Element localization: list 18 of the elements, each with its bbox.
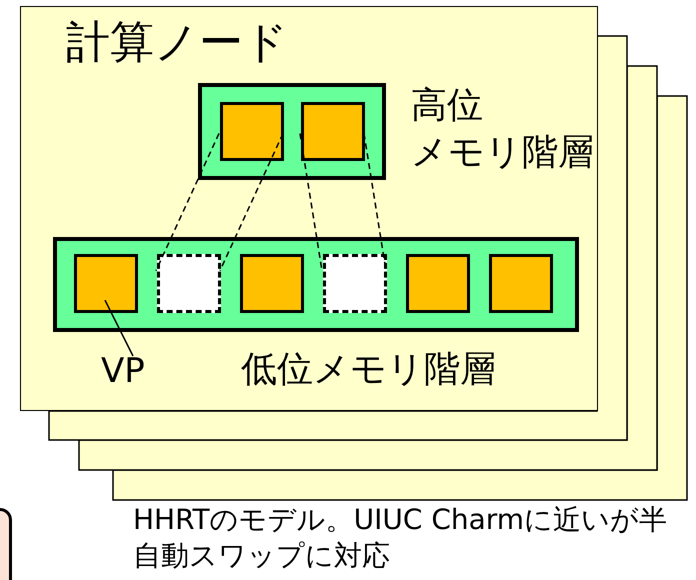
memory-label: 低位メモリ階層 — [241, 348, 497, 392]
node-title: 計算ノード — [66, 17, 288, 70]
node-card — [20, 6, 598, 411]
caption: HHRTのモデル。UIUC Charmに近いが半自動スワップに対応 — [133, 502, 668, 574]
memory-label: 高位メモリ階層 — [411, 84, 595, 175]
vp-block — [301, 102, 365, 161]
vp-block — [406, 254, 470, 313]
leader-line — [104, 300, 134, 356]
empty-slot — [323, 254, 387, 313]
vp-block — [240, 254, 304, 313]
dashed-connector — [155, 133, 220, 272]
dashed-connector — [299, 133, 323, 271]
vp-block — [220, 102, 284, 161]
vp-block — [74, 254, 138, 313]
dashed-connector — [219, 133, 284, 272]
vp-label: VP — [101, 351, 157, 395]
vp-block — [489, 254, 553, 313]
empty-slot — [157, 254, 221, 313]
